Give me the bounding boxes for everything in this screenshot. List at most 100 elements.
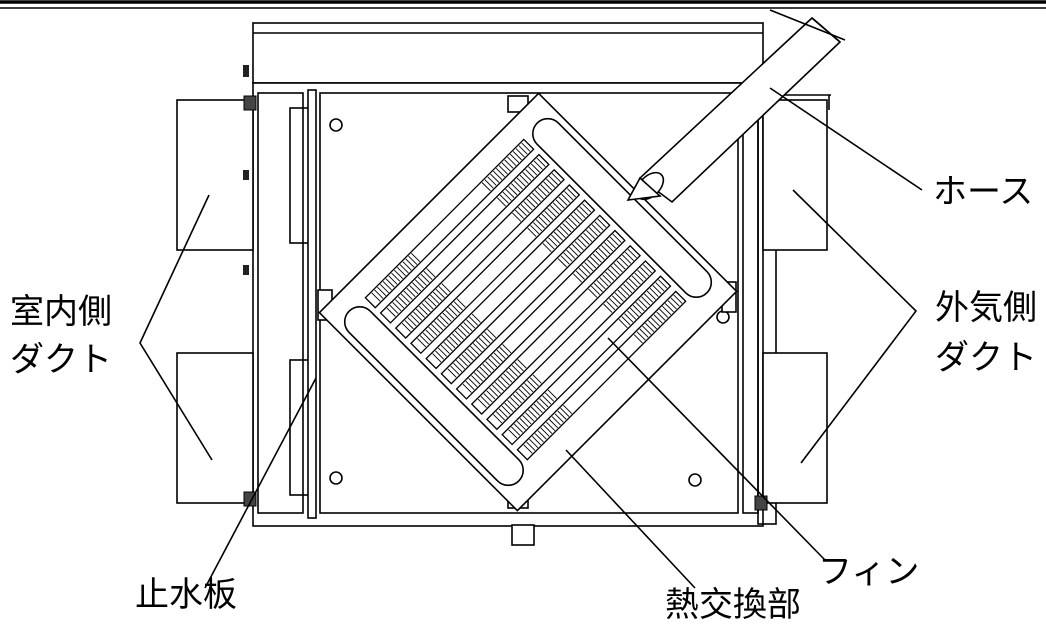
fin-hatch (540, 184, 550, 194)
label-outdoor-duct-1: 外気側 (935, 288, 1037, 328)
fin-hatch (502, 344, 512, 354)
leader-indoor-duct (139, 194, 213, 461)
heat-exchanger-core (318, 92, 738, 512)
fin-hatch (555, 199, 565, 209)
fin-hatch (537, 430, 547, 440)
fin-hatch (481, 334, 491, 344)
fin-hatch (528, 409, 538, 419)
leader-outdoor-duct (792, 189, 918, 464)
fin-hatch (406, 287, 416, 298)
fin-hatch (649, 287, 659, 298)
fin-hatch (526, 441, 536, 451)
fin-hatch (616, 260, 626, 270)
fin-hatch (542, 242, 552, 253)
fin-hatch (536, 401, 546, 411)
fin-hatch (517, 359, 527, 369)
fin-hatch (662, 305, 672, 316)
fin-hatch (371, 292, 381, 302)
fin-hatch (456, 298, 466, 308)
fin-hatch (400, 293, 410, 303)
fin-hatch (624, 251, 635, 261)
fin-channel (516, 290, 687, 461)
fin-hatch (624, 313, 634, 323)
fin-hatch (520, 204, 530, 214)
fin-hatch (535, 219, 545, 229)
fin-hatch (457, 327, 467, 337)
fin-hatch (494, 381, 504, 392)
fin-hatch (499, 194, 509, 204)
fin-hatch (450, 304, 461, 314)
fin-hatch (588, 227, 598, 237)
fin-hatch (567, 217, 578, 227)
fin-hatch (631, 275, 641, 285)
fin-hatch (484, 179, 494, 189)
fin-hatch (493, 170, 503, 180)
label-indoor-duct-2: ダクト (10, 340, 112, 380)
fin-hatch (604, 242, 614, 252)
fin-hatch (573, 211, 583, 222)
bolt (243, 95, 257, 111)
fin-hatch (513, 180, 524, 190)
fin-hatch (392, 302, 402, 312)
top-lid (252, 22, 764, 84)
outdoor-duct-upper (762, 99, 828, 251)
fin-hatch (512, 212, 522, 222)
indoor-duct-upper (176, 99, 254, 251)
fin-hatch (468, 378, 478, 388)
fin-hatch (526, 198, 536, 208)
fin-hatch (548, 175, 559, 185)
fin-hatch (581, 264, 591, 275)
fin-hatch (562, 223, 572, 233)
fin-hatch (541, 213, 551, 223)
fin-hatch (454, 330, 464, 340)
fin-stack (364, 138, 687, 461)
fin-hatch (415, 308, 426, 318)
fin-hatch (529, 195, 539, 205)
fin-hatch (482, 363, 492, 374)
fin-hatch (417, 338, 427, 348)
fin-hatch (435, 350, 445, 360)
fin-hatch (522, 415, 532, 425)
fin-hatch (533, 403, 543, 413)
fin-hatch (543, 181, 553, 191)
fin-hatch (374, 289, 384, 299)
fin-hatch (547, 389, 557, 399)
fin-hatch (507, 399, 517, 410)
fin-hatch (590, 285, 601, 295)
fin-hatch (531, 436, 542, 446)
label-water-stop-plate: 止水板 (135, 575, 237, 615)
fin-hatch (512, 151, 522, 161)
fin-hatch (565, 220, 575, 230)
fin-hatch (397, 296, 408, 306)
leader-hose (769, 87, 923, 191)
fin-hatch (419, 335, 429, 345)
fin-hatch (515, 391, 525, 401)
fin-hatch (463, 322, 473, 332)
fin-hatch (521, 385, 531, 395)
fin-hatch (510, 153, 520, 164)
fin-hatch (637, 269, 647, 279)
fin-hatch (598, 247, 608, 258)
fin-hatch (570, 214, 580, 224)
fin-hatch (602, 274, 612, 284)
fin-hatch (468, 316, 479, 326)
fin-channel (486, 260, 657, 431)
fin-hatch (418, 305, 428, 316)
fin-hatch (610, 265, 620, 276)
fin-hatch (519, 174, 529, 184)
fin-hatch (618, 319, 628, 329)
fin-hatch (413, 311, 423, 321)
fin-hatch (566, 249, 576, 259)
fin-hatch (405, 258, 415, 268)
fin-hatch (431, 323, 441, 334)
fin-hatch (395, 299, 405, 309)
fin-hatch (622, 254, 632, 264)
fin-hatch (485, 361, 495, 371)
fin-hatch (489, 387, 499, 397)
fin-hatch (586, 229, 596, 240)
fin-channel (364, 138, 535, 309)
fin-hatch (652, 285, 662, 295)
fin-hatch (667, 300, 677, 310)
fin-hatch (628, 278, 638, 288)
